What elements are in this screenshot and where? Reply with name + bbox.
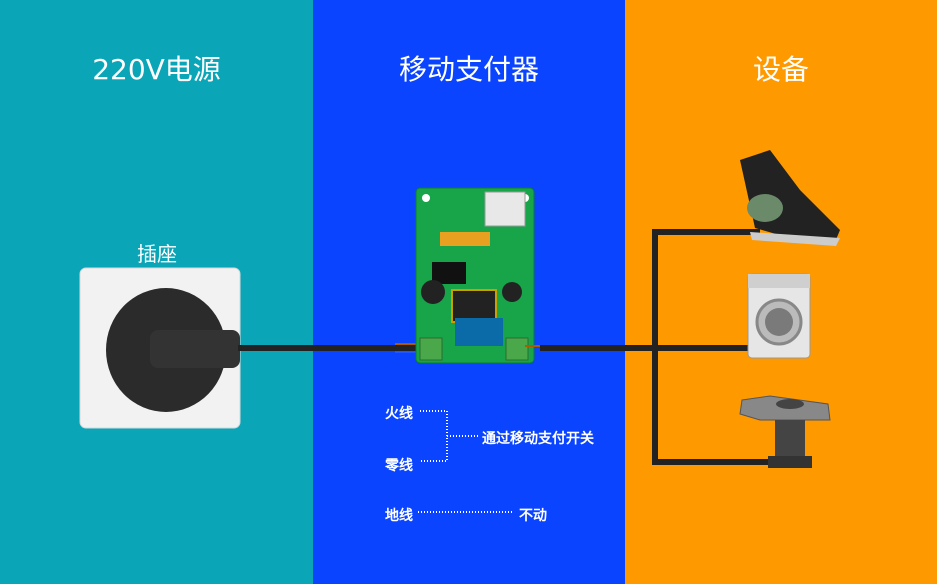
unchanged-label: 不动 (519, 508, 547, 524)
ground-wire-label: 地线 (385, 508, 413, 524)
payment-device-heading: 移动支付器 (398, 53, 539, 86)
arcade-machine-icon (739, 395, 831, 468)
payment-device-panel: 移动支付器 (313, 0, 625, 584)
neutral-wire-label: 零线 (385, 458, 413, 474)
power-source-heading: 220V电源 (92, 53, 221, 86)
massage-chair-icon (740, 150, 840, 246)
power-cable (238, 343, 425, 353)
socket-label: 插座 (137, 242, 177, 266)
equipment-heading: 设备 (752, 53, 809, 86)
wall-socket-icon (79, 267, 241, 429)
output-cable (525, 229, 770, 465)
switched-by-payment-label: 通过移动支付开关 (482, 431, 594, 447)
wiring-legend (418, 410, 514, 513)
payment-module-pcb-icon (415, 187, 535, 364)
washing-machine-icon (747, 273, 811, 359)
live-wire-label: 火线 (385, 406, 413, 422)
